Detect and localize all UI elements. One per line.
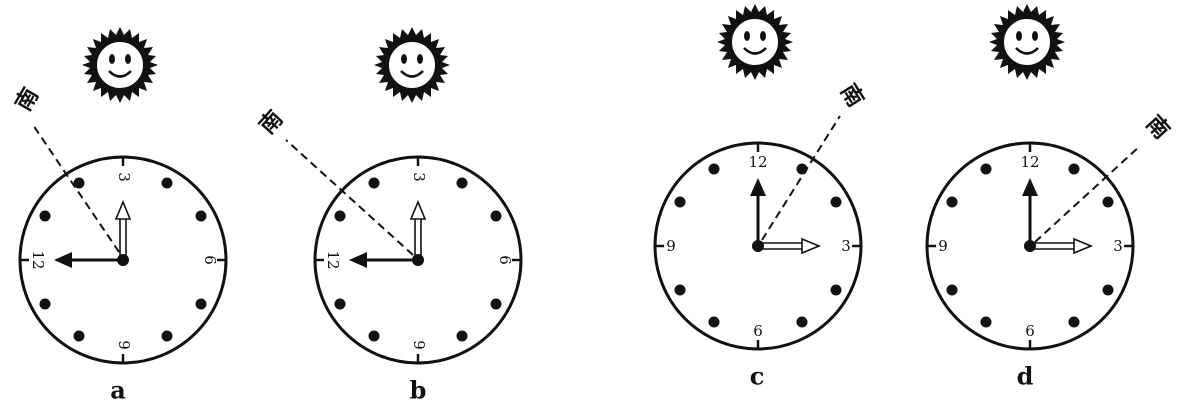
face-number-left: 9 — [938, 237, 948, 255]
face-number-left: 9 — [666, 237, 676, 255]
face-number-right: 3 — [841, 237, 851, 255]
south-label: 南 — [1141, 110, 1175, 144]
face-number-top: 12 — [1020, 153, 1039, 171]
hour-hand — [114, 199, 132, 260]
minute-hand — [750, 178, 766, 246]
sun-icon-c — [717, 4, 793, 80]
hour-hand — [1030, 237, 1094, 255]
face-number-right: 6 — [496, 255, 514, 265]
clock-c: 12 9 3 6 南 — [653, 79, 869, 351]
panel-caption-d: d — [1017, 362, 1034, 391]
face-number-right: 3 — [1113, 237, 1123, 255]
face-number-top: 12 — [748, 153, 767, 171]
panel-caption-b: b — [410, 376, 427, 405]
south-label: 南 — [10, 83, 44, 115]
sun-icon-b — [374, 27, 450, 103]
south-label: 南 — [835, 79, 869, 111]
hour-hand — [409, 199, 427, 260]
hour-dots — [39, 177, 207, 342]
clock-a: 3 12 6 9 南 — [10, 83, 228, 365]
face-number-bottom: 9 — [410, 340, 428, 350]
face-number-left: 12 — [324, 250, 342, 269]
minute-hand — [349, 252, 418, 268]
sun-icon-a — [82, 27, 158, 103]
hour-hand — [758, 237, 822, 255]
minute-hand — [1022, 178, 1038, 246]
clock-d: 12 9 3 6 南 — [925, 110, 1175, 351]
face-number-top: 3 — [115, 172, 133, 182]
face-number-bottom: 6 — [753, 322, 763, 340]
face-number-bottom: 6 — [1025, 322, 1035, 340]
south-direction-line — [285, 139, 414, 256]
minute-hand — [54, 252, 123, 268]
face-number-bottom: 9 — [115, 340, 133, 350]
face-number-right: 6 — [201, 255, 219, 265]
face-number-top: 3 — [410, 172, 428, 182]
hour-dots — [334, 177, 502, 342]
south-direction-line — [32, 124, 120, 253]
sun-icon-d — [989, 4, 1065, 80]
clock-b: 3 12 6 9 南 — [254, 105, 523, 365]
face-number-left: 12 — [29, 250, 47, 269]
hour-dots — [946, 163, 1114, 328]
south-label: 南 — [254, 105, 288, 139]
hour-dots — [674, 163, 842, 328]
south-direction-line — [761, 115, 841, 241]
south-direction-line — [1034, 145, 1141, 243]
panel-caption-a: a — [110, 376, 126, 405]
panel-caption-c: c — [750, 362, 765, 391]
